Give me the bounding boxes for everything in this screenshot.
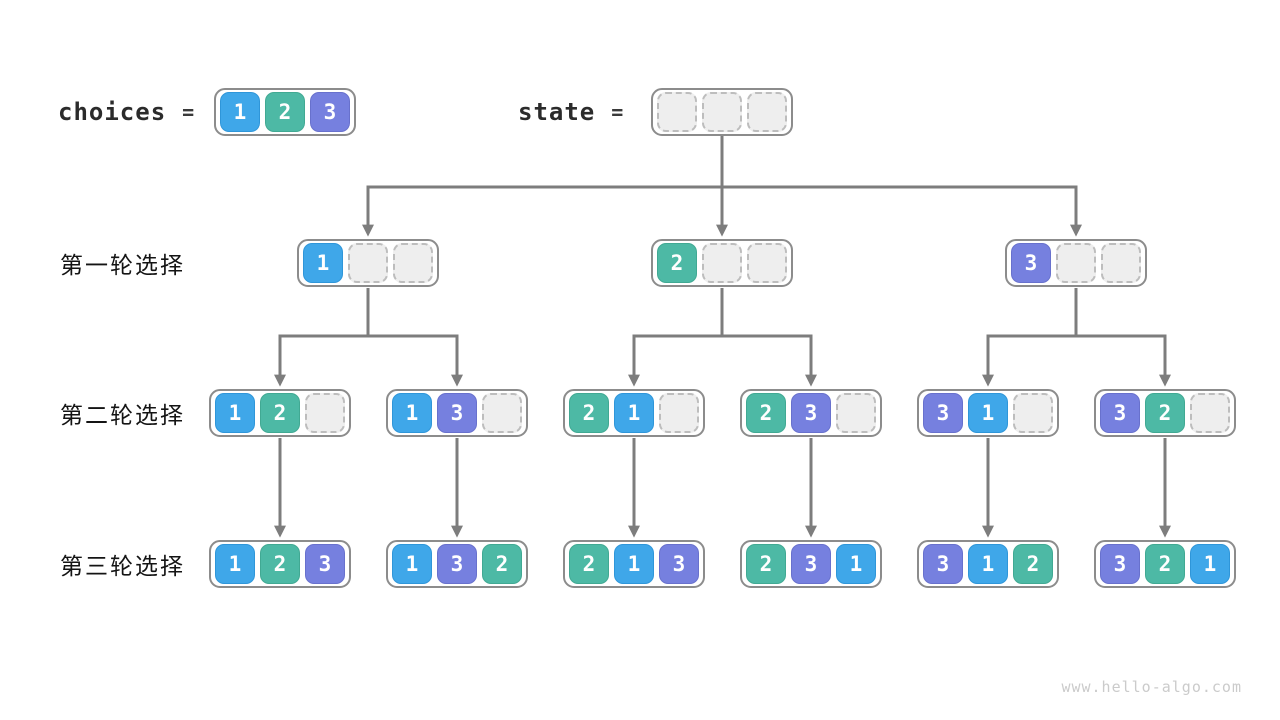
value-cell-2: 2 <box>482 544 522 584</box>
value-cell-2: 2 <box>260 393 300 433</box>
state-equals-sign: = <box>611 100 625 124</box>
state-label: state <box>518 98 596 126</box>
watermark: www.hello-algo.com <box>1061 678 1242 696</box>
state-box <box>651 88 793 136</box>
empty-cell <box>393 243 433 283</box>
round1-state-box: 1 <box>297 239 439 287</box>
value-cell-3: 3 <box>305 544 345 584</box>
value-cell-3: 3 <box>659 544 699 584</box>
empty-cell <box>657 92 697 132</box>
state-header: state = <box>518 98 624 126</box>
empty-cell <box>659 393 699 433</box>
value-cell-1: 1 <box>392 544 432 584</box>
value-cell-3: 3 <box>791 393 831 433</box>
choices-label: choices <box>58 98 167 126</box>
value-cell-2: 2 <box>260 544 300 584</box>
value-cell-2: 2 <box>746 393 786 433</box>
empty-cell <box>702 92 742 132</box>
empty-cell <box>348 243 388 283</box>
value-cell-2: 2 <box>746 544 786 584</box>
choices-equals-sign: = <box>182 100 196 124</box>
value-cell-2: 2 <box>265 92 305 132</box>
value-cell-2: 2 <box>1145 393 1185 433</box>
empty-cell <box>305 393 345 433</box>
empty-cell <box>1190 393 1230 433</box>
tree-edge-arrow <box>628 288 724 387</box>
empty-cell <box>1056 243 1096 283</box>
value-cell-3: 3 <box>1100 393 1140 433</box>
value-cell-3: 3 <box>1011 243 1051 283</box>
value-cell-1: 1 <box>392 393 432 433</box>
tree-edge-arrow <box>1074 288 1171 387</box>
value-cell-1: 1 <box>968 393 1008 433</box>
value-cell-3: 3 <box>791 544 831 584</box>
tree-edge-arrow <box>720 136 1082 237</box>
value-cell-2: 2 <box>657 243 697 283</box>
choices-header: choices = <box>58 98 195 126</box>
empty-cell <box>702 243 742 283</box>
empty-cell <box>1013 393 1053 433</box>
tree-edge-arrow <box>720 288 817 387</box>
value-cell-3: 3 <box>310 92 350 132</box>
tree-edge-arrow <box>274 288 370 387</box>
value-cell-2: 2 <box>1013 544 1053 584</box>
row-label-round-1: 第一轮选择 <box>60 252 185 278</box>
tree-edge-arrow <box>362 136 724 237</box>
value-cell-3: 3 <box>923 544 963 584</box>
value-cell-1: 1 <box>220 92 260 132</box>
value-cell-1: 1 <box>968 544 1008 584</box>
value-cell-1: 1 <box>303 243 343 283</box>
value-cell-3: 3 <box>923 393 963 433</box>
empty-cell <box>482 393 522 433</box>
value-cell-2: 2 <box>1145 544 1185 584</box>
value-cell-3: 3 <box>1100 544 1140 584</box>
value-cell-1: 1 <box>215 393 255 433</box>
row-label-round-3: 第三轮选择 <box>60 553 185 579</box>
value-cell-2: 2 <box>569 393 609 433</box>
tree-edge-arrow <box>982 288 1078 387</box>
value-cell-1: 1 <box>1190 544 1230 584</box>
value-cell-1: 1 <box>836 544 876 584</box>
empty-cell <box>836 393 876 433</box>
value-cell-3: 3 <box>437 393 477 433</box>
tree-edge-arrow <box>366 288 463 387</box>
value-cell-1: 1 <box>215 544 255 584</box>
value-cell-1: 1 <box>614 393 654 433</box>
value-cell-3: 3 <box>437 544 477 584</box>
round1-state-box: 3 <box>1005 239 1147 287</box>
empty-cell <box>747 92 787 132</box>
value-cell-2: 2 <box>569 544 609 584</box>
empty-cell <box>1101 243 1141 283</box>
value-cell-1: 1 <box>614 544 654 584</box>
row-label-round-2: 第二轮选择 <box>60 402 185 428</box>
round1-state-box: 2 <box>651 239 793 287</box>
empty-cell <box>747 243 787 283</box>
